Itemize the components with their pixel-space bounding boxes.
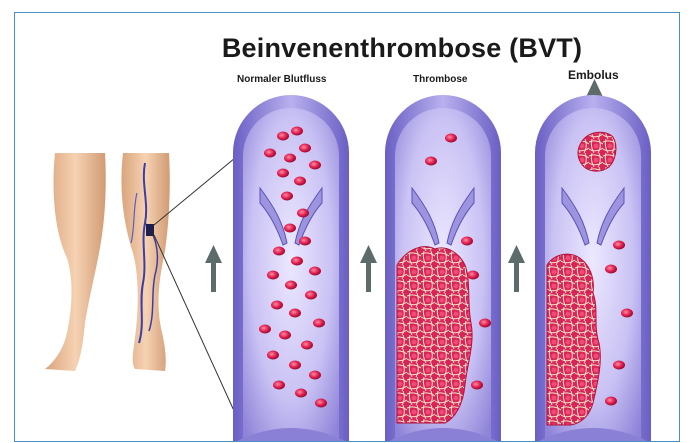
arrow-up-icon [508, 245, 525, 292]
vein-thrombosis [385, 95, 501, 442]
legs-illustration [45, 153, 235, 413]
illustration-frame: Beinvenenthrombose (BVT) Normaler Blutfl… [14, 12, 680, 442]
thrombus [547, 254, 600, 425]
thrombus [397, 247, 472, 423]
arrow-up-icon [360, 245, 377, 292]
vein-normal-flow [233, 95, 349, 442]
arrow-up-icon [205, 245, 222, 292]
bvt-illustration [15, 13, 680, 442]
vein-embolus [535, 95, 651, 442]
